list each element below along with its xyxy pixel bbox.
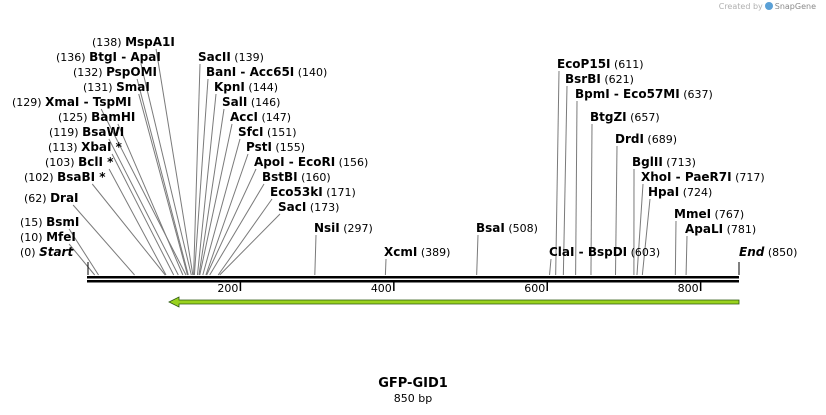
site-leader-hpai [641,198,651,276]
site-label-sacii[interactable]: SacII (139) [198,50,264,64]
site-label-bsabi[interactable]: (102) BsaBI * [24,170,106,184]
sequence-backbone [87,276,739,283]
site-leader-bsai [476,234,479,276]
site-leader-bani-acc65i [193,78,209,276]
feature-arrow [168,296,740,308]
tick-label-200: 200 [217,282,238,295]
site-leader-sfci [202,138,241,276]
site-label-saci[interactable]: SacI (173) [278,200,339,214]
map-title: GFP-GID1 [378,376,448,391]
ruler-ticks: 200 400 600 800 [217,282,702,295]
site-label-bsawi[interactable]: (119) BsaWI [49,125,124,139]
site-label-bsrbi[interactable]: BsrBI (621) [565,72,634,86]
site-label-pspomi[interactable]: (132) PspOMI [73,65,157,79]
site-label-kpni[interactable]: KpnI (144) [214,80,278,94]
snapgene-logo-icon [764,2,773,10]
site-labels: (10) MfeI(15) BsmI (62) DraI (102) BsaBI *… [12,35,797,259]
site-leader-lines [68,48,740,276]
site-leader-bcli- [108,168,167,276]
site-leader-smai [138,93,188,276]
site-leader-mspa1i [155,48,194,276]
site-label-drai[interactable]: (62) DraI [24,191,79,205]
site-leader-bsawi [108,138,179,276]
site-leader-sali [198,108,225,276]
site-label-mspa1i[interactable]: (138) MspA1I [92,35,175,49]
feature-arrow-reverse[interactable] [168,296,740,308]
site-label-btgzi[interactable]: BtgZI (657) [590,110,660,124]
site-label-xbai[interactable]: (113) XbaI * [48,140,123,154]
start-label: (0) Start [20,245,74,259]
site-label-apali[interactable]: ApaLI (781) [685,222,756,236]
site-label-drdi[interactable]: DrdI (689) [615,132,677,146]
site-label-btgi-apai[interactable]: (136) BtgI - ApaI [56,50,161,64]
site-label-xhoi-paer7i[interactable]: XhoI - PaeR7I (717) [641,170,765,184]
site-leader-mfei [68,243,96,276]
site-leader-bamhi [117,123,184,276]
site-label-sfci[interactable]: SfcI (151) [238,125,297,139]
site-leader-psti [205,153,249,276]
site-leader-sacii [193,63,201,276]
site-leader-bsrbi [562,85,568,276]
snapgene-credit: Created by SnapGene [719,2,816,11]
tick-label-800: 800 [678,282,699,295]
site-leader-btgi-apai [140,63,192,276]
site-label-xcmi[interactable]: XcmI (389) [384,245,450,259]
site-label-bsai[interactable]: BsaI (508) [476,221,538,235]
site-label-clai-bspdi[interactable]: ClaI - BspDI (603) [549,245,660,259]
site-leader-acci [199,123,233,276]
tick-label-400: 400 [371,282,392,295]
site-leader-apoi-ecori [206,168,257,276]
site-label-mfei[interactable]: (10) MfeI [20,230,76,244]
site-leader-drai [72,204,135,276]
site-leader-mmei [674,220,677,276]
site-leader-bsmi [68,228,99,276]
site-leader-pspomi [136,78,189,276]
site-label-mmei[interactable]: MmeI (767) [674,207,744,221]
site-leader-btgzi [590,123,593,276]
site-label-smai[interactable]: (131) SmaI [83,80,150,94]
site-label-bamhi[interactable]: (125) BamHI [58,110,135,124]
end-label: End (850) [739,245,797,259]
site-leader-bsabi- [91,183,166,276]
site-label-bpmi-eco57mi[interactable]: BpmI - Eco57MI (637) [575,87,713,101]
site-label-bsmi[interactable]: (15) BsmI [20,215,79,229]
site-label-apoi-ecori[interactable]: ApoI - EcoRI (156) [254,155,368,169]
site-leader-kpni [196,93,217,276]
backbone-top-strand [87,276,739,279]
plasmid-map: (10) MfeI(15) BsmI (62) DraI (102) BsaBI *… [12,35,797,308]
site-label-ecop15i[interactable]: EcoP15I (611) [557,57,644,71]
site-label-acci[interactable]: AccI (147) [230,110,291,124]
credit-prefix: Created by [718,2,763,11]
site-leader-ecop15i [555,70,560,276]
site-label-sali[interactable]: SalI (146) [222,95,280,109]
site-label-nsii[interactable]: NsiI (297) [314,221,373,235]
site-label-xmai-tspmi[interactable]: (129) XmaI - TspMI [12,95,131,109]
tick-label-600: 600 [524,282,545,295]
site-leader-saci [219,213,281,276]
site-label-bani-acc65i[interactable]: BanI - Acc65I (140) [206,65,327,79]
site-label-bstbi[interactable]: BstBI (160) [262,170,331,184]
site-leader-eco53ki [217,198,273,276]
site-label-bglii[interactable]: BglII (713) [632,155,696,169]
site-label-bcli[interactable]: (103) BclI * [45,155,114,169]
site-label-eco53ki[interactable]: Eco53kI (171) [270,185,356,199]
site-leader-xhoi-paer7i [636,183,644,276]
site-leader-drdi [615,145,618,276]
site-leader-xcmi [384,258,387,276]
site-leader-nsii [314,234,317,276]
site-leader-xbai- [111,153,175,276]
site-leader-xmai-tspmi [100,108,187,276]
site-label-psti[interactable]: PstI (155) [246,140,305,154]
site-leader-clai-bspdi [549,258,552,276]
site-leader-apali [685,235,688,276]
map-length: 850 bp [393,392,433,405]
site-label-hpai[interactable]: HpaI (724) [648,185,712,199]
credit-brand: SnapGene [774,2,816,11]
site-leader-bpmi-eco57mi [575,100,578,276]
site-leader-bstbi [209,183,265,276]
backbone-bottom-strand [87,280,739,283]
